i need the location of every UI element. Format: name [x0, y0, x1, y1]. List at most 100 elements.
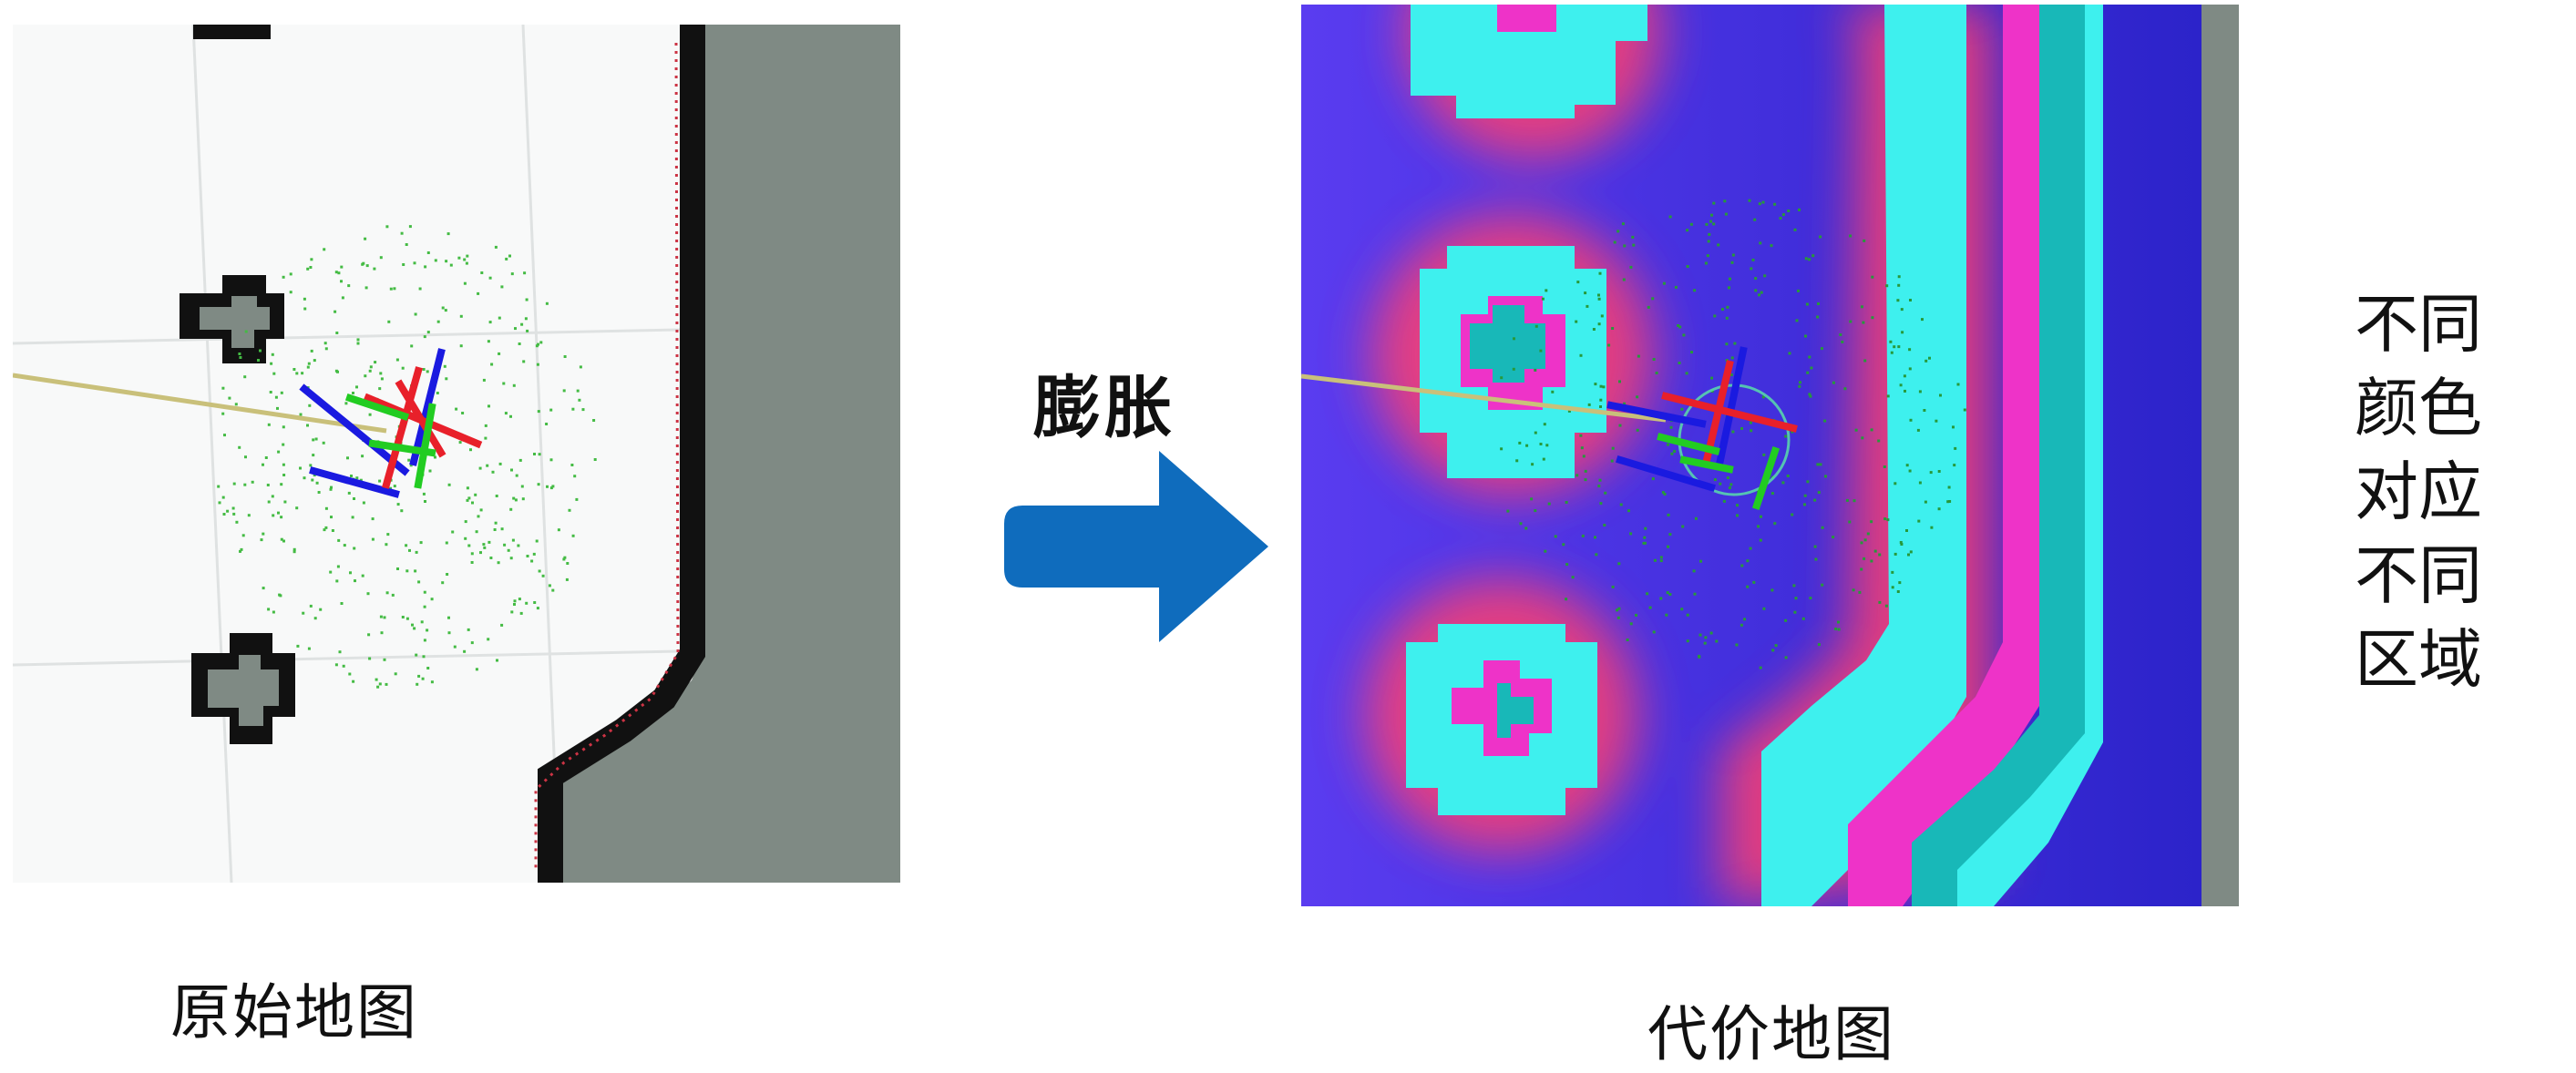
particle	[1693, 592, 1697, 596]
particle	[1863, 557, 1866, 560]
particle	[508, 254, 511, 258]
particle	[581, 408, 585, 412]
particle	[1545, 289, 1548, 292]
particle	[1746, 585, 1750, 588]
particle	[487, 340, 490, 343]
particle	[415, 653, 418, 657]
particle	[292, 368, 296, 371]
particle	[445, 541, 448, 545]
particle	[299, 413, 303, 416]
particle	[1586, 304, 1589, 308]
particle	[1860, 567, 1863, 571]
particle	[1604, 491, 1607, 495]
particle	[1618, 424, 1622, 427]
particle	[1694, 516, 1698, 520]
particle	[517, 544, 520, 547]
particle	[385, 225, 389, 229]
particle	[1651, 297, 1655, 301]
particle	[1899, 541, 1903, 544]
wall-inscribed-zone	[1848, 5, 2039, 906]
particle	[259, 349, 262, 353]
particle	[401, 366, 405, 370]
particle	[292, 550, 296, 554]
particle	[482, 378, 486, 382]
particle	[409, 464, 413, 467]
particle	[306, 365, 310, 369]
particle	[1806, 371, 1810, 374]
particle	[1562, 543, 1565, 547]
particle	[340, 265, 344, 269]
particle	[1813, 545, 1817, 548]
particle	[495, 495, 498, 497]
particle	[312, 454, 315, 457]
particle	[424, 500, 426, 503]
particle	[341, 296, 344, 300]
particle	[1597, 485, 1601, 488]
particle	[457, 256, 461, 260]
particle	[323, 342, 327, 345]
particle	[1545, 444, 1549, 447]
particle	[1763, 274, 1767, 278]
particle	[477, 515, 480, 518]
particle	[368, 369, 372, 373]
original-map-panel	[13, 25, 900, 883]
particle	[1870, 520, 1873, 524]
particle	[545, 301, 549, 305]
particle	[334, 369, 338, 373]
particle	[562, 389, 566, 393]
particle	[393, 287, 396, 291]
particle	[1726, 476, 1729, 479]
particle	[1707, 240, 1710, 243]
particle	[1817, 491, 1821, 495]
particle	[1861, 436, 1864, 440]
particle	[1798, 384, 1801, 388]
particle	[368, 657, 372, 660]
particle	[1689, 222, 1693, 226]
particle	[1728, 486, 1731, 490]
particle	[292, 547, 296, 551]
particle	[1616, 230, 1620, 233]
particle	[400, 231, 404, 235]
particle	[436, 320, 440, 323]
particle	[498, 352, 501, 355]
particle	[272, 372, 276, 375]
particle	[459, 314, 463, 318]
particle	[423, 590, 426, 594]
particle	[1898, 581, 1902, 585]
particle	[1770, 244, 1773, 248]
particle	[335, 579, 339, 583]
particle	[387, 320, 391, 323]
particle	[228, 396, 231, 400]
particle	[241, 534, 245, 537]
particle	[414, 312, 417, 316]
particle	[490, 363, 494, 366]
particle	[1724, 212, 1728, 216]
particle	[455, 407, 458, 411]
particle	[338, 650, 342, 654]
particle	[1948, 500, 1952, 503]
particle	[280, 391, 283, 394]
particle	[520, 322, 524, 326]
particle	[539, 341, 543, 344]
particle	[1794, 597, 1798, 600]
particle	[426, 331, 430, 334]
particle	[1754, 289, 1758, 292]
particle	[1813, 498, 1817, 502]
particle	[484, 424, 487, 427]
particle	[453, 645, 457, 649]
particle	[274, 395, 278, 399]
particle	[1525, 444, 1529, 447]
particle	[356, 338, 360, 342]
particle	[1699, 633, 1702, 637]
particle	[373, 267, 376, 271]
particle	[1668, 593, 1672, 596]
particle	[1862, 321, 1865, 324]
particle	[458, 441, 462, 445]
particle	[1832, 536, 1835, 539]
particle	[1736, 514, 1739, 517]
particle	[464, 536, 467, 540]
particle	[471, 501, 474, 505]
particle	[295, 506, 299, 510]
particle	[1837, 628, 1841, 631]
particle	[1543, 423, 1546, 426]
